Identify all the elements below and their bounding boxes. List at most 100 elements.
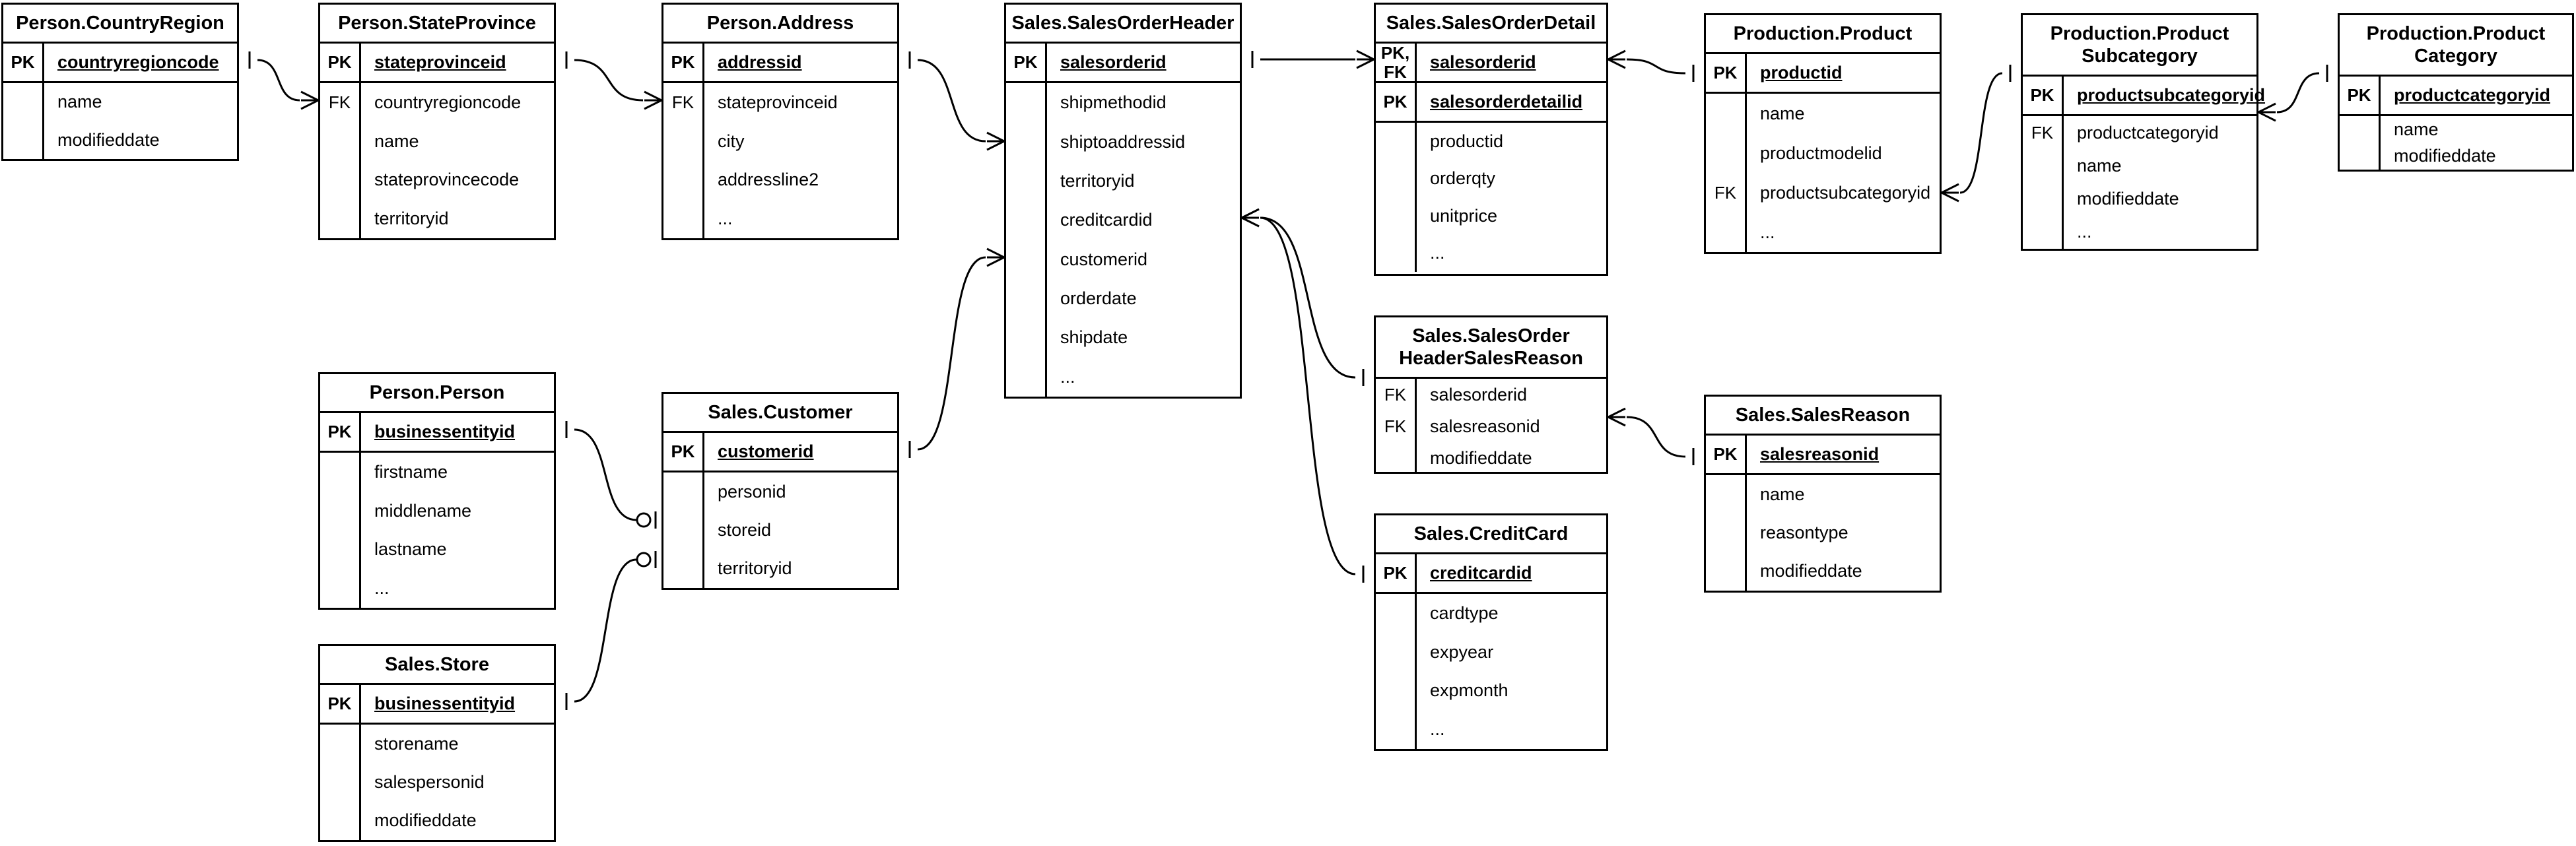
attribute-key-blank [3,83,44,121]
attribute-row: name [2023,149,2256,183]
attribute-name: city [718,131,745,151]
attribute-key-blank [663,472,704,511]
attribute-row: name [1706,475,1940,514]
attribute-name: stateprovinceid [718,92,838,112]
attribute-key-blank [320,199,361,238]
entity-title: Person.Address [706,13,854,34]
attribute-row: territoryid [320,199,554,238]
attribute-name: creditcardid [1060,210,1153,230]
attribute-name: firstname [374,461,448,482]
attribute-key-badge: FK [1706,173,1747,212]
relationship-connector [1241,208,1365,583]
attribute-row: shipmethodid [1006,83,1240,123]
attribute-key-blank [320,801,361,840]
attribute-row: name [2340,116,2572,143]
attribute-name: name [2077,155,2122,176]
attribute-name: salesorderid [1430,384,1528,405]
attribute-row: modifieddate [2340,143,2572,170]
attribute-row: PK customerid [663,433,897,472]
attribute-name: ... [1760,222,1775,242]
attribute-row: ... [1006,357,1240,397]
attribute-name: orderdate [1060,288,1137,309]
attribute-row: unitprice [1376,197,1606,235]
attribute-row: orderdate [1006,278,1240,319]
attribute-key-blank [2023,149,2064,183]
attribute-key-blank [663,160,704,200]
entity-title: Production.Product Subcategory [2050,23,2229,67]
attribute-name: storename [374,733,459,754]
attribute-key-blank [1376,710,1417,749]
attribute-row: ... [1376,234,1606,272]
attribute-key-blank [1376,671,1417,711]
attribute-key-blank [663,121,704,161]
relationship-connector [2258,65,2328,122]
relationship-connector [565,551,657,710]
attribute-name: productid [1430,131,1504,151]
attribute-name: modifieddate [2394,146,2496,166]
attribute-name: name [1760,103,1805,123]
attribute-key-badge: PK [2340,77,2381,114]
attribute-row: reasontype [1706,513,1940,552]
attribute-key-blank [2023,215,2064,249]
attribute-name: addressline2 [718,170,819,190]
entity-title: Sales.Store [385,654,489,675]
attribute-key-blank [2023,182,2064,216]
attribute-key-blank [1376,594,1417,633]
entity-title: Person.Person [369,382,505,403]
attribute-name: ... [1430,719,1445,740]
attribute-name: name [2394,119,2439,139]
attribute-key-blank [1006,318,1047,358]
attribute-row: expyear [1376,632,1606,672]
attribute-key-badge: PK [663,44,704,81]
attribute-name: productsubcategoryid [1760,182,1931,203]
attribute-row: territoryid [663,549,897,588]
attribute-key-blank [320,491,361,531]
relationship-connector [908,247,1005,458]
attribute-row: salespersonid [320,763,554,802]
attribute-name: modifieddate [1760,561,1862,581]
attribute-name: shipdate [1060,327,1128,348]
attribute-key-badge: PK, FK [1376,43,1417,81]
attribute-name: unitprice [1430,205,1498,226]
relationship-connector [565,421,657,529]
relationship-connector [248,51,319,110]
attribute-key-blank [1706,475,1747,514]
attribute-key-badge: PK [1376,83,1417,121]
entity-title: Sales.SalesOrderHeader [1011,13,1235,34]
attribute-key-blank [1376,234,1417,272]
attribute-name: personid [718,481,786,502]
relationship-connector [1941,65,2012,203]
entity-title: Person.StateProvince [338,13,536,34]
attribute-name: customerid [718,441,814,461]
entity-title: Sales.CreditCard [1413,523,1569,544]
attribute-key-blank [1706,552,1747,591]
attribute-key-badge: PK [663,433,704,471]
attribute-row: productid [1376,123,1606,160]
